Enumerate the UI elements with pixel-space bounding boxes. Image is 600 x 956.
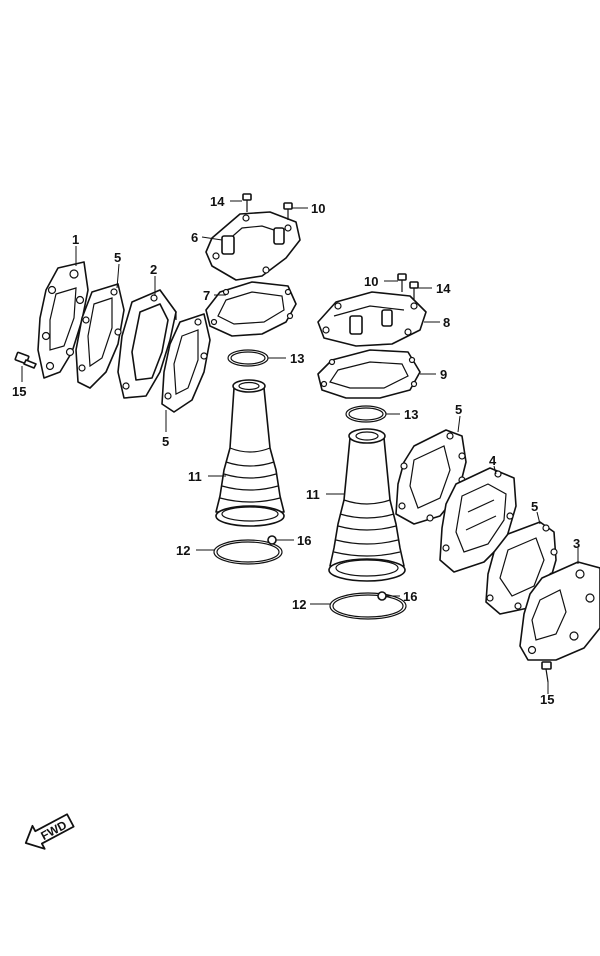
callout-2: 2 — [150, 262, 157, 277]
callout-labels: 1 5 2 15 5 14 10 6 7 13 11 12 16 10 14 8… — [12, 194, 580, 707]
part-5-gasket-b — [161, 313, 211, 413]
part-13-oring-b — [345, 405, 387, 423]
leader-lines — [21, 200, 579, 694]
callout-5: 5 — [114, 250, 121, 265]
fwd-arrow-icon: FWD — [24, 813, 75, 850]
part-13-oring-a — [227, 349, 269, 367]
callout-11: 11 — [188, 469, 202, 484]
callout-3: 3 — [573, 536, 580, 551]
callout-13: 13 — [290, 351, 304, 366]
callout-14: 14 — [210, 194, 225, 209]
part-10-bolt-b — [397, 273, 407, 292]
part-15-bolt-b — [541, 661, 552, 683]
part-8-cover — [317, 291, 427, 347]
callout-8: 8 — [443, 315, 450, 330]
callout-12: 12 — [292, 597, 306, 612]
part-10-bolt-a — [283, 202, 293, 220]
part-2-body — [117, 289, 177, 399]
part-12-ring-b — [329, 592, 407, 620]
part-3-plate — [519, 561, 600, 661]
callout-13: 13 — [404, 407, 418, 422]
callout-10: 10 — [311, 201, 325, 216]
part-9-gasket — [317, 349, 421, 399]
callout-11: 11 — [306, 487, 320, 502]
callout-12: 12 — [176, 543, 190, 558]
part-15-bolt-a — [14, 351, 37, 369]
callout-15: 15 — [12, 384, 26, 399]
callout-16: 16 — [297, 533, 311, 548]
part-1-plate — [37, 261, 89, 379]
callout-5: 5 — [455, 402, 462, 417]
part-11-tube-b — [328, 428, 406, 582]
callout-6: 6 — [191, 230, 198, 245]
callout-9: 9 — [440, 367, 447, 382]
callout-5: 5 — [531, 499, 538, 514]
part-14-bolt-a — [242, 193, 252, 212]
part-11-tube-a — [215, 379, 285, 527]
part-7-gasket — [205, 281, 297, 337]
callout-10: 10 — [364, 274, 378, 289]
part-12-ring-a — [213, 539, 283, 565]
callout-1: 1 — [72, 232, 79, 247]
part-4-plate — [439, 467, 517, 573]
part-5-gasket-a — [75, 283, 125, 389]
callout-15: 15 — [540, 692, 554, 707]
callout-16: 16 — [403, 589, 417, 604]
part-16-plug-b — [377, 591, 387, 601]
callout-7: 7 — [203, 288, 210, 303]
callout-4: 4 — [489, 453, 497, 468]
callout-5: 5 — [162, 434, 169, 449]
part-16-plug-a — [267, 535, 277, 545]
callout-14: 14 — [436, 281, 451, 296]
part-14-bolt-b — [409, 281, 419, 300]
part-6-cover — [205, 211, 301, 281]
